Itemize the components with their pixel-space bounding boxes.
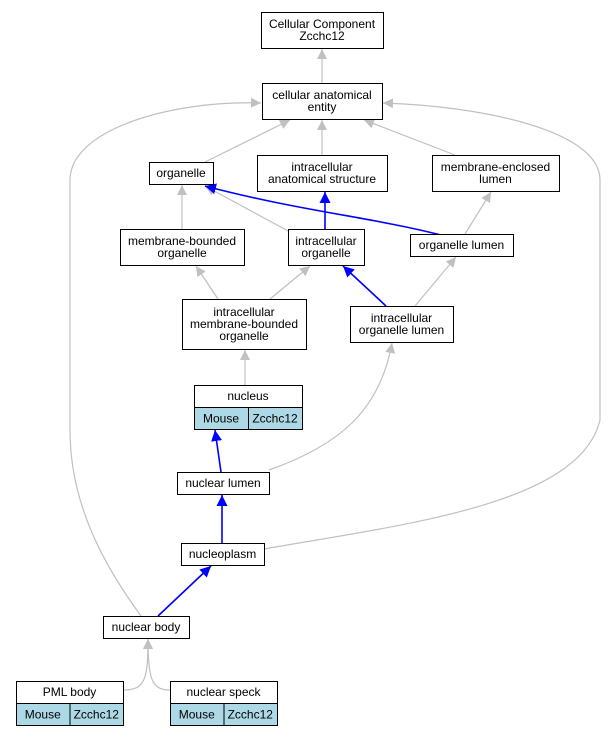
edge-nucleoplasm-to-cellular-anatomical-entity <box>263 98 601 550</box>
edge-intracellular-organelle-lumen-to-organelle-lumen <box>414 256 457 307</box>
node-label: nuclear lumen <box>185 476 260 490</box>
edge-organelle-lumen-to-organelle <box>204 183 442 236</box>
node-label: intracellular <box>291 160 352 174</box>
edge-intracellular-membrane-bounded-organelle-to-membrane-bounded-organelle <box>195 265 219 300</box>
node-box <box>120 229 245 266</box>
edge-nuclear-speck-to-nuclear-body <box>143 638 171 691</box>
edge-nuclear-lumen-to-nucleus <box>211 429 223 473</box>
edge-nuclear-body-to-nucleoplasm <box>157 565 212 617</box>
node-label: intracellular <box>371 311 432 325</box>
node-box <box>103 616 190 639</box>
gene-label: Zcchc12 <box>252 412 298 426</box>
edge-organelle-lumen-to-membrane-enclosed-lumen <box>464 191 492 235</box>
node-nuclear-lumen[interactable]: nuclear lumen <box>177 472 270 495</box>
edge-intracellular-membrane-bounded-organelle-to-intracellular-organelle <box>269 265 311 300</box>
node-box <box>262 83 383 120</box>
node-box <box>182 299 307 350</box>
node-label: Zcchc12 <box>299 29 345 43</box>
node-nucleoplasm[interactable]: nucleoplasm <box>181 543 265 566</box>
node-nuclear-body[interactable]: nuclear body <box>103 616 190 639</box>
annotation-cell <box>223 703 278 726</box>
node-label: nucleoplasm <box>189 547 256 561</box>
node-label: organelle <box>301 246 351 260</box>
node-label: organelle <box>219 329 269 343</box>
node-box <box>261 12 384 49</box>
node-label: membrane-bounded <box>128 234 236 248</box>
edge-pml-body-to-nuclear-body <box>122 638 153 691</box>
species-label: Mouse <box>25 708 61 722</box>
node-label: organelle <box>157 246 207 260</box>
node-box <box>350 306 454 343</box>
gene-label: Zcchc12 <box>74 708 120 722</box>
node-label: anatomical structure <box>268 172 376 186</box>
edge-nuclear-body-to-cellular-anatomical-entity <box>69 97 262 617</box>
node-label: intracellular <box>213 305 274 319</box>
annotation-cell <box>248 407 303 430</box>
edge-intracellular-organelle-to-organelle <box>204 185 291 233</box>
gene-label: Zcchc12 <box>228 708 274 722</box>
node-label: nucleus <box>227 389 268 403</box>
node-box <box>181 543 265 566</box>
edge-nuclear-lumen-to-intracellular-organelle-lumen <box>268 342 396 471</box>
node-label: intracellular <box>295 234 356 248</box>
node-box <box>432 155 560 192</box>
edges-layer <box>69 49 601 691</box>
edge-intracellular-organelle-lumen-to-intracellular-organelle <box>342 265 387 307</box>
node-box <box>257 155 388 192</box>
node-label: membrane-enclosed <box>441 160 550 174</box>
node-label: membrane-bounded <box>190 317 298 331</box>
edge-organelle-to-cellular-anatomical-entity <box>204 119 291 163</box>
node-box <box>410 234 514 257</box>
node-box <box>288 229 365 266</box>
edge-membrane-enclosed-lumen-to-cellular-anatomical-entity <box>363 118 456 156</box>
node-label: nuclear speck <box>186 685 261 699</box>
node-organelle[interactable]: organelle <box>149 162 214 185</box>
node-label: nuclear body <box>112 620 181 634</box>
node-label: Cellular Component <box>269 17 376 31</box>
node-label: PML body <box>43 685 97 699</box>
node-box <box>149 162 214 185</box>
species-label: Mouse <box>179 708 215 722</box>
node-label: organelle lumen <box>359 323 444 337</box>
node-label: organelle lumen <box>419 238 504 252</box>
species-label: Mouse <box>203 412 239 426</box>
node-organelle-lumen[interactable]: organelle lumen <box>410 234 514 257</box>
node-label: lumen <box>479 172 512 186</box>
node-label: organelle <box>156 166 206 180</box>
annotation-cell <box>69 703 124 726</box>
node-box <box>177 472 270 495</box>
node-label: cellular anatomical <box>272 88 371 102</box>
node-label: entity <box>308 100 337 114</box>
